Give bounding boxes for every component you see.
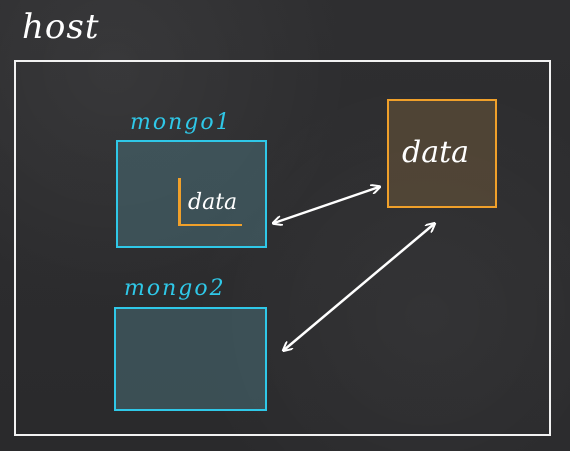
host-data-volume	[387, 99, 497, 208]
mongo1-data-label: data	[188, 190, 238, 215]
mongo1-data-volume	[178, 178, 242, 226]
mongo2-container	[114, 307, 267, 411]
mongo2-label: mongo2	[124, 276, 226, 301]
mongo1-container	[116, 140, 267, 248]
host-data-label: data	[402, 135, 470, 170]
host-label: host	[22, 7, 100, 47]
host-frame	[14, 60, 551, 436]
mongo1-label: mongo1	[130, 110, 232, 135]
